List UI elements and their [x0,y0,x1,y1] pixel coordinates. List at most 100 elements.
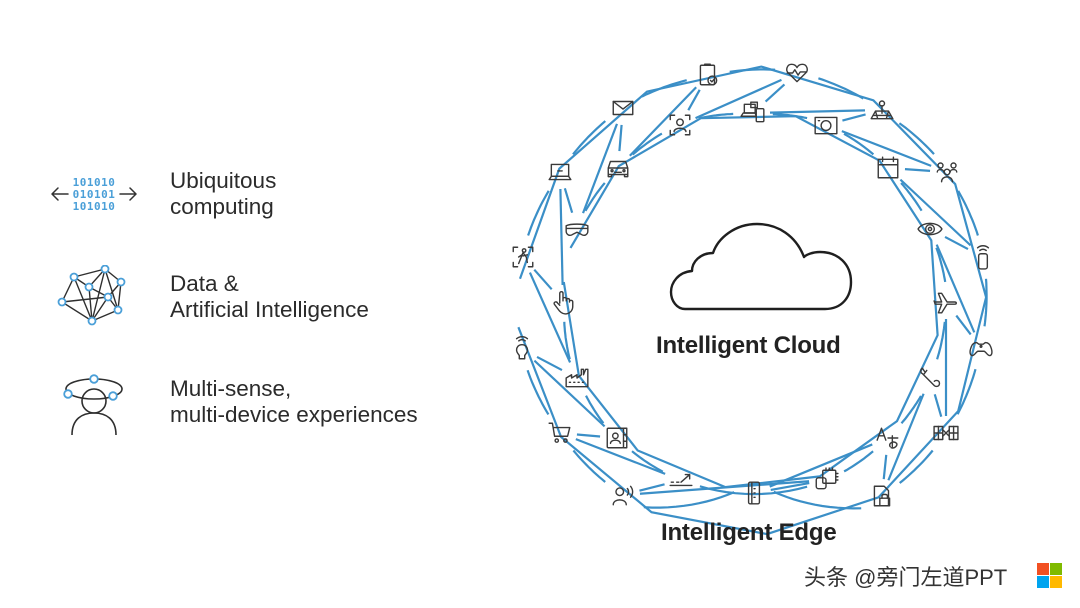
clipboard-check-icon [695,62,721,88]
ring-connector [533,268,553,291]
ring-arc [563,321,571,360]
ring-arc [957,190,979,236]
legend-item-multi-sense: Multi-sense, multi-device experiences [48,370,418,435]
neural-network-icon [48,265,140,329]
people-group-icon [934,159,960,185]
ring-connector [944,235,969,251]
cloud-icon [669,222,853,311]
eye-icon [917,216,943,242]
devices-icon [740,100,766,126]
intelligent-edge-label: Intelligent Edge [661,519,837,546]
ring-connector [899,178,972,247]
ring-connector [904,168,931,172]
ring-connector [769,443,873,488]
ring-connector [576,433,601,438]
ring-arc [527,190,550,236]
ring-arc [584,182,606,212]
ring-connector [536,355,563,372]
ring-connector [955,314,972,336]
ring-arc [572,449,606,483]
ring-connector [695,78,782,120]
ring-connector [935,244,976,333]
ring-arc [585,395,605,424]
factory-icon [564,365,590,391]
ring-arc [900,182,923,212]
ring-arc [699,485,808,496]
contact-book-icon [604,425,630,451]
ring-arc [773,490,862,510]
mail-icon [610,95,636,121]
voice-person-icon [610,482,636,508]
ring-arc [572,120,607,156]
locked-document-icon [869,483,895,509]
legend-item-data-ai: Data & Artificial Intelligence [48,265,369,329]
microsoft-logo-icon [1037,563,1063,589]
ring-connector [563,187,574,214]
watermark-text: 头条 @旁门左道PPT [804,565,1008,590]
person-scan-icon [510,244,536,270]
satellite-icon [933,420,959,446]
ring-arc [983,278,988,327]
ring-connector [629,86,697,157]
ring-connector [639,480,810,495]
smart-speaker-icon [970,244,996,270]
ring-connector [582,123,618,214]
ring-connector [528,272,572,363]
ring-arc [526,369,550,415]
ring-connector [842,113,866,122]
ring-connector [639,483,665,492]
calendar-icon [875,155,901,181]
ring-arc [843,450,874,473]
ring-arc [898,122,935,155]
face-scan-icon [667,112,693,138]
translate-icon [875,425,901,451]
legend-item-ubiquitous-computing: 101010 010101 101010 Ubiquitous computin… [48,162,276,226]
ring-connector [687,89,701,111]
memory-stick-icon [741,480,767,506]
camera-icon [813,112,839,138]
ring-connector [575,438,666,475]
map-pin-icon [869,97,895,123]
binary-row: 010101 [73,188,116,201]
binary-row: 101010 [73,200,116,213]
ring-connector [618,124,623,152]
trend-arrow-icon [668,467,694,493]
ring-connector [533,359,606,428]
car-icon [605,155,631,181]
ring-arc [936,321,946,360]
legend-label: Data & Artificial Intelligence [170,271,369,322]
ring-connector [559,188,564,286]
ring-connector [882,454,888,480]
ring-arc [517,65,988,536]
laptop-weather-icon [547,159,573,185]
smart-bulb-icon [509,335,535,362]
mixed-reality-headset-icon [564,216,590,242]
ring-connector [933,394,943,417]
person-orbit-icon [48,370,140,435]
ring-connector [841,130,932,167]
ring-arc [843,132,875,156]
ring-arc [935,247,947,283]
binary-arrows-icon: 101010 010101 101010 [48,162,140,226]
ring-arc [643,491,735,509]
legend-label: Ubiquitous computing [170,168,277,219]
wrench-icon [917,365,943,391]
chip-icon [813,467,839,493]
ring-arc [900,395,922,424]
ring-arc [956,368,977,415]
ring-arc [641,79,687,98]
ring-connector [770,481,810,492]
ring-connector [887,393,925,481]
intelligent-cloud-label: Intelligent Cloud [656,332,841,359]
ring-connector [764,83,786,103]
airplane-icon [933,289,959,315]
legend-label: Multi-sense, multi-device experiences [170,376,418,427]
ring-arc [562,115,939,489]
ring-connector [769,109,866,114]
ring-arc [899,449,934,484]
shopping-cart-icon [547,420,573,446]
ring-arc [631,450,664,473]
hand-pointer-icon [550,289,576,315]
heart-pulse-icon [784,60,810,86]
gamepad-icon [968,335,994,361]
